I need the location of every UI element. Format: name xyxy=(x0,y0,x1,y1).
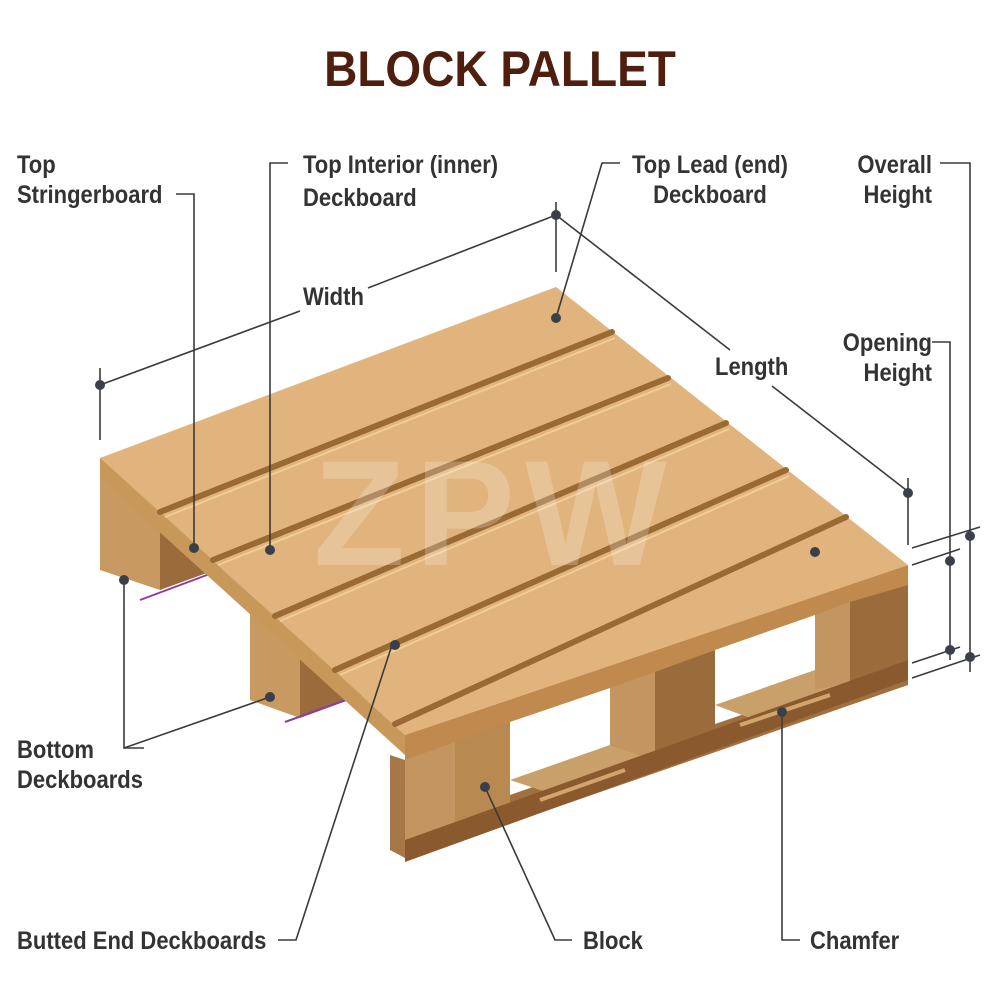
leader-lines xyxy=(99,162,981,941)
front-right-block xyxy=(850,585,908,688)
deck-top xyxy=(100,287,908,735)
label-chamfer: Chamfer xyxy=(810,927,900,955)
label-butted-end-deckboards: Butted End Deckboards xyxy=(17,927,267,955)
deckboard-gaps xyxy=(157,329,849,727)
label-opening-height: Opening Height xyxy=(842,329,932,387)
label-top-interior-deckboard: Top Interior (inner) Deckboard xyxy=(303,151,499,212)
diagram-title: BLOCK PALLET xyxy=(324,41,676,97)
label-width: Width xyxy=(303,283,364,311)
label-overall-height: Overall Height xyxy=(857,151,932,209)
label-length: Length xyxy=(715,353,789,381)
label-top-stringerboard: Top Stringerboard xyxy=(17,151,163,209)
label-bottom-deckboards: Bottom Deckboards xyxy=(17,736,143,794)
watermark: ZPW xyxy=(313,429,676,597)
label-block: Block xyxy=(583,927,643,955)
label-top-lead-deckboard: Top Lead (end) Deckboard xyxy=(631,151,789,209)
leader-dots xyxy=(95,210,975,792)
front-middle-block xyxy=(655,650,715,762)
